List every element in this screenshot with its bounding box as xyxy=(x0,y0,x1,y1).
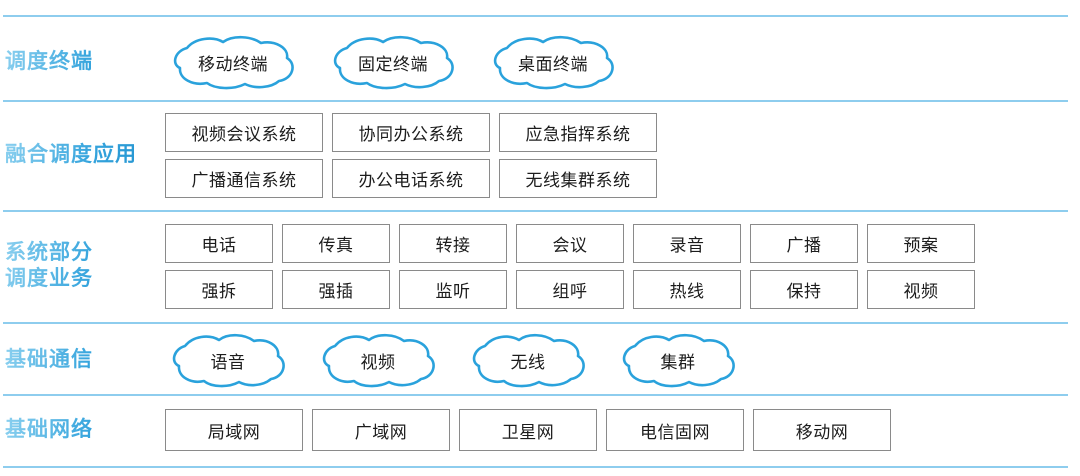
layer-terminal: 调度终端 移动终端 固定终端 xyxy=(0,32,1080,92)
box-node-monitor[interactable]: 监听 xyxy=(399,269,507,309)
box-node-mobile[interactable]: 移动网 xyxy=(753,409,891,451)
cloud-node-desktop-terminal[interactable]: 桌面终端 xyxy=(485,34,621,90)
layer-label-communication: 基础通信 xyxy=(0,347,165,373)
box-node-video[interactable]: 视频 xyxy=(867,269,975,309)
box-node-transfer[interactable]: 转接 xyxy=(399,223,507,263)
box-node-collaborative-office[interactable]: 协同办公系统 xyxy=(332,112,490,152)
cloud-node-label: 集群 xyxy=(660,352,696,372)
box-row: 视频会议系统 协同办公系统 应急指挥系统 xyxy=(165,112,1080,152)
box-node-conference[interactable]: 会议 xyxy=(516,223,624,263)
layer-label-terminal: 调度终端 xyxy=(0,49,165,75)
cloud-node-video[interactable]: 视频 xyxy=(315,332,441,388)
layer-separator-1 xyxy=(3,100,1068,102)
layer-label-service: 系统部分 调度业务 xyxy=(0,240,165,292)
box-node-wan[interactable]: 广域网 xyxy=(312,409,450,451)
box-node-plan[interactable]: 预案 xyxy=(867,223,975,263)
box-row: 强拆 强插 监听 组呼 热线 保持 视频 xyxy=(165,269,1080,309)
layer-separator-4 xyxy=(3,394,1068,396)
box-node-wireless-trunking[interactable]: 无线集群系统 xyxy=(499,158,657,198)
layer-network: 基础网络 局域网 广域网 卫星网 电信固网 移动网 xyxy=(0,408,1080,452)
layer-separator-2 xyxy=(3,210,1068,212)
layer-service: 系统部分 调度业务 电话 传真 转接 会议 录音 广播 预案 强拆 强插 监听 … xyxy=(0,220,1080,312)
box-node-force-release[interactable]: 强拆 xyxy=(165,269,273,309)
cloud-node-mobile-terminal[interactable]: 移动终端 xyxy=(165,34,301,90)
cloud-node-label: 无线 xyxy=(510,352,546,372)
cloud-node-label: 视频 xyxy=(360,352,396,372)
box-node-broadcast[interactable]: 广播 xyxy=(750,223,858,263)
layer-network-content: 局域网 广域网 卫星网 电信固网 移动网 xyxy=(165,409,1080,451)
box-row: 局域网 广域网 卫星网 电信固网 移动网 xyxy=(165,409,1080,451)
cloud-node-wireless[interactable]: 无线 xyxy=(465,332,591,388)
box-node-lan[interactable]: 局域网 xyxy=(165,409,303,451)
cloud-node-label: 移动终端 xyxy=(198,54,268,74)
box-node-hold[interactable]: 保持 xyxy=(750,269,858,309)
cloud-shape-icon xyxy=(173,35,294,90)
layer-application-content: 视频会议系统 协同办公系统 应急指挥系统 广播通信系统 办公电话系统 无线集群系… xyxy=(165,112,1080,198)
box-node-broadcast-comm[interactable]: 广播通信系统 xyxy=(165,158,323,198)
box-node-emergency-command[interactable]: 应急指挥系统 xyxy=(499,112,657,152)
box-node-fax[interactable]: 传真 xyxy=(282,223,390,263)
cloud-row: 语音 视频 无线 集群 xyxy=(165,332,1080,388)
cloud-shape-icon xyxy=(622,333,735,388)
cloud-row: 移动终端 固定终端 桌面终端 xyxy=(165,34,1080,90)
cloud-shape-icon xyxy=(472,333,585,388)
box-node-telephone[interactable]: 电话 xyxy=(165,223,273,263)
layer-communication-content: 语音 视频 无线 集群 xyxy=(165,332,1080,388)
cloud-node-label: 固定终端 xyxy=(358,54,428,74)
layer-application: 融合调度应用 视频会议系统 协同办公系统 应急指挥系统 广播通信系统 办公电话系… xyxy=(0,110,1080,200)
cloud-shape-icon xyxy=(333,35,454,90)
layer-terminal-content: 移动终端 固定终端 桌面终端 xyxy=(165,34,1080,90)
layer-separator-top xyxy=(3,15,1068,17)
layer-label-network: 基础网络 xyxy=(0,417,165,443)
box-node-hotline[interactable]: 热线 xyxy=(633,269,741,309)
cloud-shape-icon xyxy=(493,35,614,90)
box-node-group-call[interactable]: 组呼 xyxy=(516,269,624,309)
box-node-satellite[interactable]: 卫星网 xyxy=(459,409,597,451)
layer-separator-bottom xyxy=(3,466,1068,468)
box-node-video-conference[interactable]: 视频会议系统 xyxy=(165,112,323,152)
cloud-node-label: 语音 xyxy=(210,352,246,372)
box-row: 广播通信系统 办公电话系统 无线集群系统 xyxy=(165,158,1080,198)
cloud-node-fixed-terminal[interactable]: 固定终端 xyxy=(325,34,461,90)
box-node-office-telephone[interactable]: 办公电话系统 xyxy=(332,158,490,198)
layer-separator-3 xyxy=(3,322,1068,324)
cloud-node-label: 桌面终端 xyxy=(518,54,588,74)
cloud-node-trunking[interactable]: 集群 xyxy=(615,332,741,388)
box-node-force-insert[interactable]: 强插 xyxy=(282,269,390,309)
box-node-telecom-fixed[interactable]: 电信固网 xyxy=(606,409,744,451)
cloud-node-voice[interactable]: 语音 xyxy=(165,332,291,388)
layer-service-content: 电话 传真 转接 会议 录音 广播 预案 强拆 强插 监听 组呼 热线 保持 视… xyxy=(165,223,1080,309)
layer-label-application: 融合调度应用 xyxy=(0,142,165,168)
box-row: 电话 传真 转接 会议 录音 广播 预案 xyxy=(165,223,1080,263)
box-node-recording[interactable]: 录音 xyxy=(633,223,741,263)
cloud-shape-icon xyxy=(172,333,285,388)
layer-communication: 基础通信 语音 视频 xyxy=(0,331,1080,389)
cloud-shape-icon xyxy=(322,333,435,388)
